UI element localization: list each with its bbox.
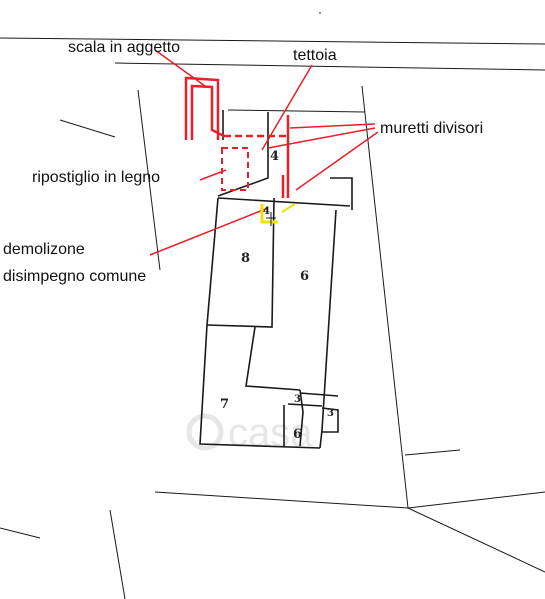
stair-outer bbox=[184, 76, 220, 140]
leader-ripostiglio bbox=[199, 169, 227, 181]
room-number-3-right: 3 bbox=[327, 408, 334, 419]
room-number-8: 8 bbox=[241, 251, 250, 266]
label-ripostiglio-in-legno: ripostiglio in legno bbox=[32, 169, 160, 186]
leader-muretti-1 bbox=[289, 123, 376, 129]
room-number-6-bottom: 6 bbox=[293, 427, 302, 442]
stair-inner bbox=[190, 84, 225, 140]
leader-tettoia bbox=[261, 64, 313, 151]
leader-muretti-2 bbox=[267, 127, 376, 149]
label-scala-in-aggetto: scala in aggetto bbox=[68, 39, 180, 56]
context-lines bbox=[0, 12, 545, 599]
label-demolizone: demolizone bbox=[3, 241, 85, 258]
leader-scala bbox=[154, 49, 206, 87]
demolition-highlight bbox=[260, 203, 296, 226]
room-number-7: 7 bbox=[220, 397, 229, 412]
label-tettoia: tettoia bbox=[293, 47, 337, 64]
room-number-4-small: 4 bbox=[263, 206, 270, 217]
leader-muretti-3 bbox=[295, 131, 379, 191]
leader-demolizone bbox=[149, 207, 269, 256]
room-number-4: 4 bbox=[270, 149, 279, 164]
room-number-3-left: 3 bbox=[294, 394, 301, 405]
room-number-6-top: 6 bbox=[300, 269, 309, 284]
label-disimpegno-comune: disimpegno comune bbox=[3, 268, 146, 285]
red-annotations bbox=[149, 49, 379, 256]
label-muretti-divisori: muretti divisori bbox=[380, 120, 483, 137]
